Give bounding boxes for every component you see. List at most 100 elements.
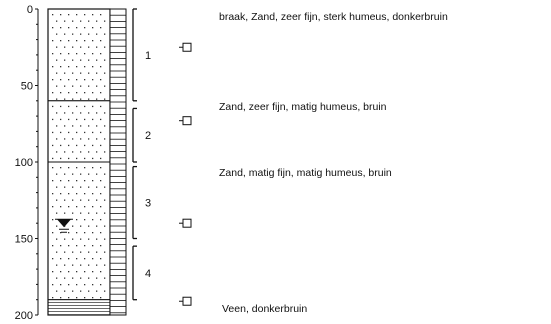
sand-dot bbox=[84, 131, 86, 134]
sand-dot bbox=[80, 186, 82, 188]
sand-dot bbox=[100, 157, 102, 160]
sand-dot bbox=[80, 59, 82, 61]
layer-description-2: Zand, zeer fijn, matig humeus, bruin bbox=[219, 101, 387, 114]
sand-dot bbox=[64, 277, 66, 279]
sand-dot bbox=[64, 59, 66, 61]
sand-dot bbox=[96, 85, 98, 87]
sand-dot bbox=[88, 173, 90, 175]
sample-number: 1 bbox=[145, 50, 151, 62]
sand-dot bbox=[80, 212, 82, 214]
sand-dot bbox=[80, 225, 82, 227]
sand-dot bbox=[84, 167, 86, 169]
sand-dot bbox=[104, 225, 106, 227]
sand-dot bbox=[60, 118, 62, 121]
sand-dot bbox=[104, 33, 106, 35]
sand-dot bbox=[88, 290, 90, 292]
sand-dot bbox=[88, 264, 90, 266]
sand-dot bbox=[72, 212, 74, 214]
sand-dot bbox=[60, 193, 62, 195]
sand-dot bbox=[100, 53, 102, 55]
sand-dot bbox=[76, 144, 78, 147]
sand-dot bbox=[88, 85, 90, 87]
sand-dot bbox=[104, 138, 106, 140]
sand-dot bbox=[92, 245, 94, 247]
sand-dot bbox=[100, 180, 102, 182]
sand-dot bbox=[64, 151, 66, 153]
sand-dot bbox=[64, 72, 66, 74]
sample-marker bbox=[182, 116, 192, 126]
sand-dot bbox=[68, 79, 70, 81]
sand-dot bbox=[72, 264, 74, 266]
sand-dot bbox=[72, 173, 74, 175]
sand-dot bbox=[56, 199, 58, 201]
sand-dot bbox=[56, 85, 58, 87]
sand-dot bbox=[100, 284, 102, 286]
sand-dot bbox=[96, 199, 98, 201]
sand-dot bbox=[92, 53, 94, 55]
sand-dot bbox=[68, 105, 70, 108]
sand-dot bbox=[52, 66, 54, 68]
sand-dot bbox=[56, 125, 58, 127]
sand-dot bbox=[60, 40, 62, 42]
sand-dot bbox=[100, 245, 102, 247]
sand-dot bbox=[52, 105, 54, 108]
sand-dot bbox=[60, 297, 62, 299]
sand-dot bbox=[72, 125, 74, 127]
sand-dot bbox=[80, 98, 82, 100]
sand-dot bbox=[80, 46, 82, 48]
sand-dot bbox=[80, 112, 82, 114]
sand-dot bbox=[96, 212, 98, 214]
sand-dot bbox=[88, 98, 90, 100]
sand-dot bbox=[60, 27, 62, 29]
sand-dot bbox=[96, 186, 98, 188]
sand-dot bbox=[100, 79, 102, 81]
sand-dot bbox=[60, 180, 62, 182]
sand-dot bbox=[88, 151, 90, 153]
sand-dot bbox=[80, 138, 82, 140]
sand-dot bbox=[104, 277, 106, 279]
sand-dot bbox=[84, 79, 86, 81]
sand-dot bbox=[52, 284, 54, 286]
sand-dot bbox=[72, 33, 74, 35]
sand-dot bbox=[100, 66, 102, 68]
sand-dot bbox=[72, 138, 74, 140]
sand-dot bbox=[64, 112, 66, 114]
sand-dot bbox=[84, 105, 86, 108]
sand-dot bbox=[68, 284, 70, 286]
sand-dot bbox=[84, 232, 86, 234]
sand-dot bbox=[80, 20, 82, 22]
sand-dot bbox=[68, 131, 70, 134]
sand-dot bbox=[100, 258, 102, 260]
sand-dot bbox=[56, 112, 58, 114]
sand-dot bbox=[96, 98, 98, 100]
depth-tick-label: 50 bbox=[21, 81, 33, 93]
sand-dot bbox=[76, 92, 78, 94]
sand-dot bbox=[104, 199, 106, 201]
sand-dot bbox=[76, 66, 78, 68]
sand-dot bbox=[76, 245, 78, 247]
sand-dot bbox=[60, 53, 62, 55]
sand-dot bbox=[100, 27, 102, 29]
sand-dot bbox=[72, 238, 74, 240]
sand-dot bbox=[76, 284, 78, 286]
sand-dot bbox=[100, 206, 102, 208]
sand-dot bbox=[64, 46, 66, 48]
sand-dot bbox=[76, 297, 78, 299]
lithology-layer-1 bbox=[47, 8, 111, 102]
sand-dot bbox=[52, 40, 54, 42]
sand-dot bbox=[60, 232, 62, 234]
layer-description-4: Veen, donkerbruin bbox=[222, 303, 308, 316]
sand-dot bbox=[104, 238, 106, 240]
depth-tick-label: 0 bbox=[27, 4, 33, 16]
sand-dot bbox=[68, 193, 70, 195]
sand-dot bbox=[80, 264, 82, 266]
sand-dot bbox=[52, 167, 54, 169]
sand-dot bbox=[64, 125, 66, 127]
depth-tick-label: 150 bbox=[15, 234, 33, 246]
sand-dot bbox=[80, 238, 82, 240]
sand-dot bbox=[80, 33, 82, 35]
sand-dot bbox=[76, 27, 78, 29]
sand-dot bbox=[52, 193, 54, 195]
sand-dot bbox=[72, 72, 74, 74]
sand-dot bbox=[100, 131, 102, 134]
